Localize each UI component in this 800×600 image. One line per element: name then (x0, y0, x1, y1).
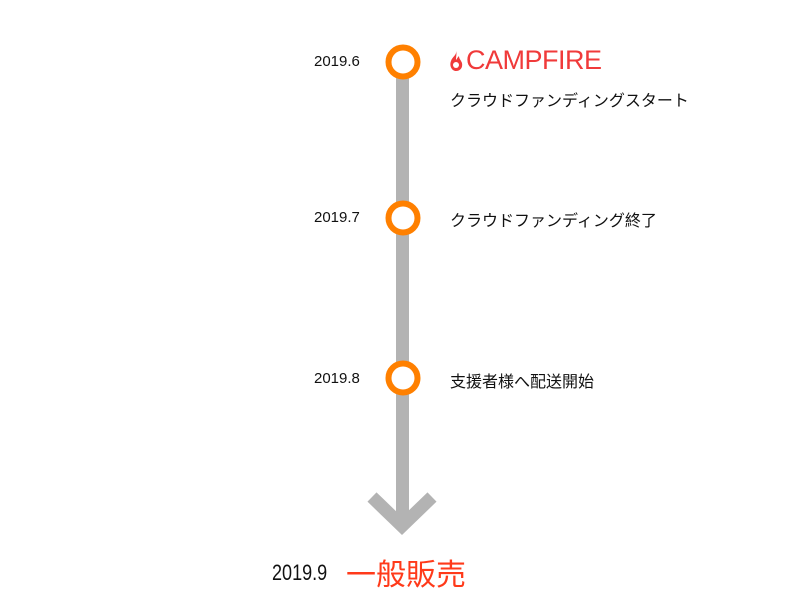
event-text: クラウドファンディング終了 (450, 211, 657, 230)
event-date: 2019.7 (314, 209, 360, 226)
event-date: 2019.8 (314, 370, 360, 387)
event-text: 支援者様へ配送開始 (450, 372, 595, 391)
final-text: 一般販売 (346, 558, 466, 593)
event-text: クラウドファンディングスタート (450, 91, 689, 110)
timeline-node (385, 44, 421, 80)
event-date: 2019.6 (314, 53, 360, 70)
timeline-line (396, 62, 409, 518)
arrow-down-icon (367, 492, 437, 536)
timeline-node (385, 200, 421, 236)
timeline-node (385, 360, 421, 396)
final-date: 2019.9 (272, 560, 328, 585)
brand-name: CAMPFIRE (466, 45, 602, 75)
campfire-logo: CAMPFIRE (448, 45, 602, 76)
flame-icon (450, 50, 463, 71)
